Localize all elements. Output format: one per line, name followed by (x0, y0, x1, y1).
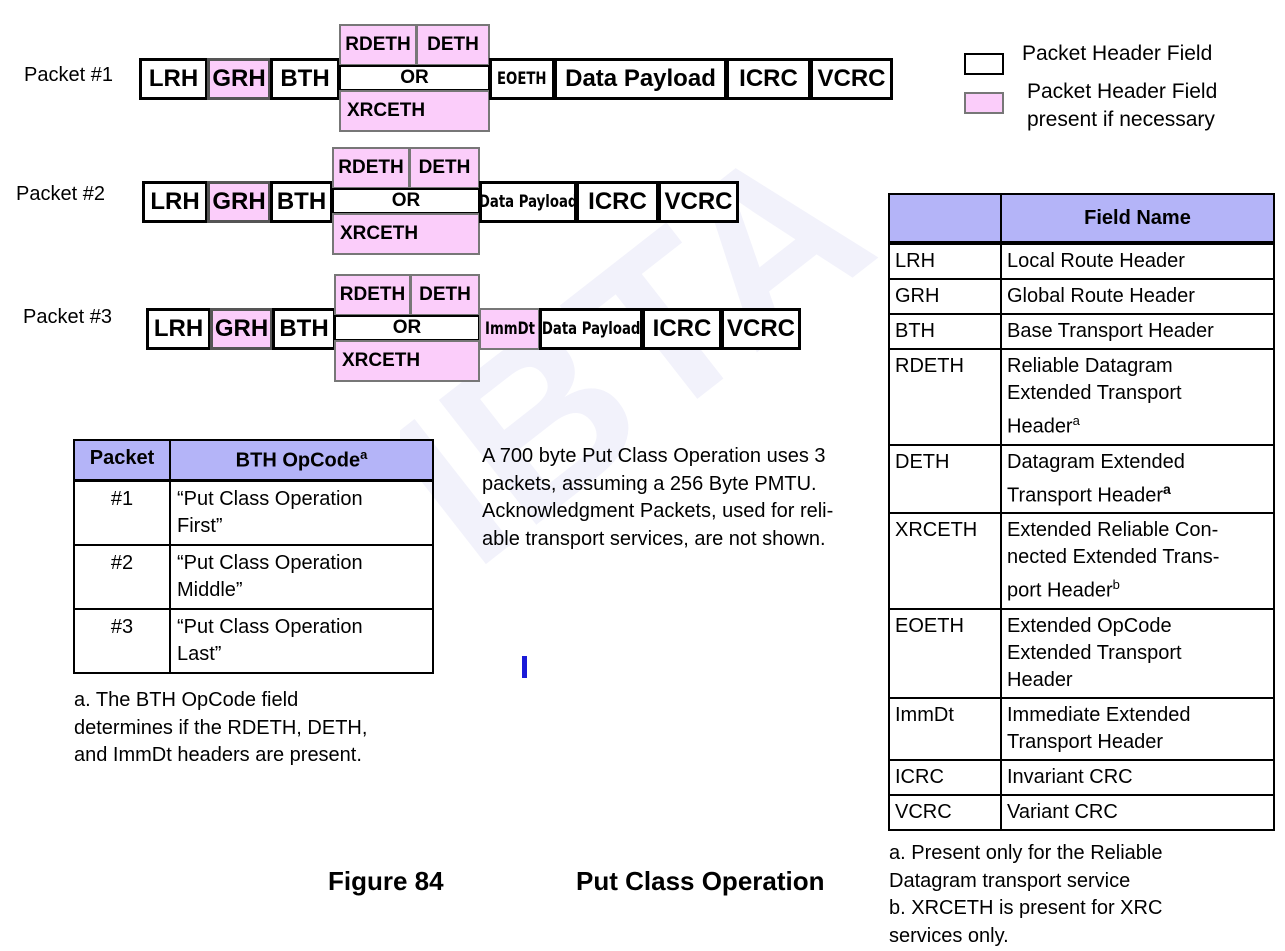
legend-optional-swatch (964, 92, 1004, 114)
field-icrc: ICRC (726, 58, 811, 100)
field-eoeth: EOETH (489, 58, 555, 100)
field-deth: DETH (416, 24, 490, 66)
field-xrceth: XRCETH (334, 340, 480, 382)
field-grh: GRH (207, 181, 271, 223)
field-rdeth: RDETH (339, 24, 417, 66)
field-table-header-abbrev (888, 193, 1002, 245)
field-deth: DETH (410, 274, 480, 316)
field-data-payload: Data Payload (554, 58, 727, 100)
change-bar (522, 656, 527, 678)
opcode-packet-cell: #1 (73, 479, 171, 546)
description-text: A 700 byte Put Class Operation uses 3 pa… (482, 445, 834, 550)
opcode-table-header-opcode: BTH OpCodea (169, 438, 434, 482)
packet-1-label: Packet #1 (24, 64, 113, 86)
or-separator: OR (334, 315, 480, 341)
field-bth: BTH (270, 181, 333, 223)
field-xrceth: XRCETH (339, 90, 490, 132)
field-bth: BTH (272, 308, 336, 350)
field-data-payload: Data Payload (479, 181, 577, 223)
opcode-table: Packet BTH OpCodea #1 “Put Class Operati… (73, 438, 434, 674)
field-data-payload: Data Payload (539, 308, 643, 350)
field-lrh: LRH (139, 58, 208, 100)
or-separator: OR (339, 65, 490, 91)
field-vcrc: VCRC (810, 58, 893, 100)
legend-optional-label-2: present if necessary (1027, 108, 1215, 131)
field-icrc: ICRC (642, 308, 722, 350)
field-rdeth: RDETH (334, 274, 411, 316)
field-table-header-name: Field Name (1000, 193, 1275, 245)
field-rdeth: RDETH (332, 147, 410, 189)
field-vcrc: VCRC (721, 308, 801, 350)
or-separator: OR (332, 188, 480, 214)
field-grh: GRH (210, 308, 273, 350)
legend-header-label: Packet Header Field (1022, 42, 1213, 65)
legend-header-swatch (964, 53, 1004, 75)
field-lrh: LRH (146, 308, 211, 350)
figure-number: Figure 84 (328, 866, 444, 896)
field-immdt: ImmDt (479, 308, 540, 350)
field-icrc: ICRC (576, 181, 659, 223)
opcode-packet-cell: #2 (73, 543, 171, 610)
field-table-footnote: a. Present only for the Reliable Datagra… (889, 842, 1163, 947)
legend-optional-label-1: Packet Header Field (1027, 80, 1218, 103)
opcode-packet-cell: #3 (73, 607, 171, 674)
packet-2-label: Packet #2 (16, 183, 105, 205)
figure-title: Put Class Operation (576, 866, 825, 896)
field-xrceth: XRCETH (332, 213, 480, 255)
opcode-table-header-packet: Packet (73, 438, 171, 482)
opcode-table-footnote: a. The BTH OpCode field determines if th… (74, 689, 368, 766)
field-deth: DETH (409, 147, 480, 189)
packet-3-label: Packet #3 (23, 306, 112, 328)
field-vcrc: VCRC (658, 181, 739, 223)
field-grh: GRH (207, 58, 271, 100)
field-lrh: LRH (142, 181, 208, 223)
field-bth: BTH (270, 58, 340, 100)
